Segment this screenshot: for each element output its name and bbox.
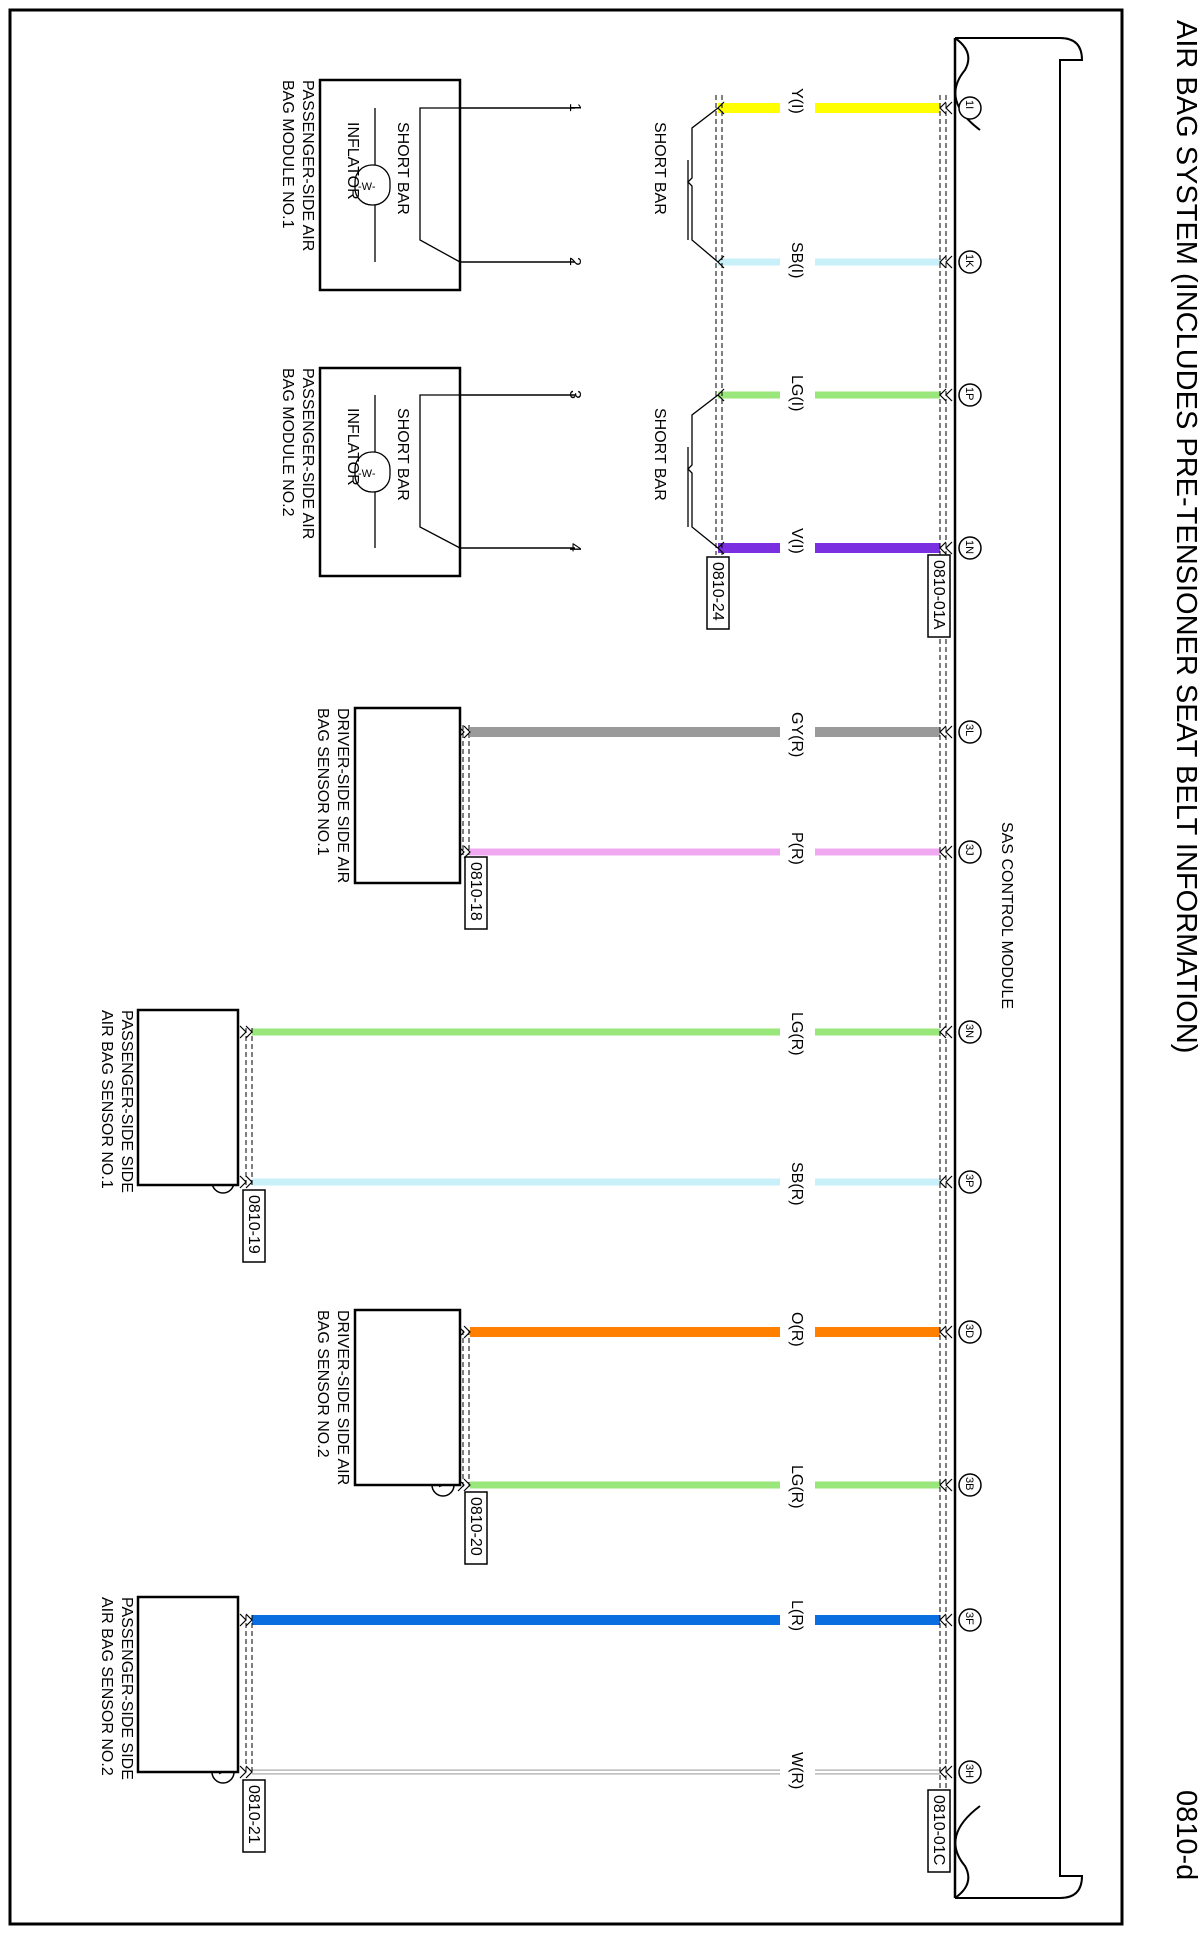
- module-pin-label-1N: 1N: [963, 540, 975, 554]
- connector-0810-18: 0810-18: [464, 856, 488, 930]
- connector-label-dss2: 0810-20: [467, 1497, 484, 1556]
- module-terminal-3P: [939, 1175, 953, 1189]
- module-pin-label-3N: 3N: [963, 1024, 975, 1038]
- module-pin-3P: [958, 1170, 982, 1194]
- module-terminal-3B: [939, 1478, 953, 1492]
- wire-code-1I: Y(I): [788, 88, 805, 114]
- driver-side-sensor-2: DRIVER-SIDE SIDE AIR BAG SENSOR NO.2: [314, 1308, 462, 1487]
- module-pin-3H: [958, 1760, 982, 1784]
- module2-inflator-label: INFLATOR: [344, 408, 361, 486]
- module-pin-label-1I: 1I: [963, 100, 975, 109]
- dss2-label-line2: BAG SENSOR NO.2: [314, 1310, 331, 1458]
- module1-short-bar-label: SHORT BAR: [394, 122, 411, 215]
- page-title: AIR BAG SYSTEM (INCLUDES PRE-TENSIONER S…: [1170, 20, 1200, 1053]
- connector-label-pss2: 0810-21: [245, 1785, 262, 1844]
- pss2-label-line2: AIR BAG SENSOR NO.2: [98, 1597, 115, 1776]
- module-pin-3D: [958, 1320, 982, 1344]
- module-pin-3B: [958, 1473, 982, 1497]
- module-pin-3N: [958, 1020, 982, 1044]
- connector-0810-01C: 0810-01C: [927, 1789, 951, 1873]
- connector-0810-19: 0810-19: [242, 1189, 266, 1263]
- pss1-label-line2: AIR BAG SENSOR NO.1: [98, 1010, 115, 1189]
- module-pin-label-3D: 3D: [963, 1324, 975, 1338]
- module-pin-3F: [958, 1608, 982, 1632]
- module-pin-label-1K: 1K: [963, 254, 975, 268]
- shield-lines: [245, 95, 947, 1790]
- short-bar-label-1: SHORT BAR: [651, 122, 668, 215]
- short-bar-2: [687, 394, 719, 549]
- module-label: SAS CONTROL MODULE: [998, 822, 1015, 1009]
- wire-code-3J: P(R): [788, 832, 805, 865]
- module-terminal-1K: [939, 255, 953, 269]
- dss2-label-line1: DRIVER-SIDE SIDE AIR: [334, 1310, 351, 1485]
- connector-label-pss1: 0810-19: [245, 1195, 262, 1254]
- module-pin-3L: [958, 720, 982, 744]
- connector-0810-21: 0810-21: [242, 1779, 266, 1853]
- passenger-air-bag-module-1: -W- SHORT BAR INFLATOR PASSENGER-SIDE AI…: [279, 78, 575, 292]
- airbag1-label-line1: PASSENGER-SIDE AIR: [299, 80, 316, 251]
- page-frame: [8, 8, 1124, 1926]
- dss1-label-line2: BAG SENSOR NO.1: [314, 708, 331, 856]
- airbag1-label-line2: BAG MODULE NO.1: [279, 80, 296, 229]
- wire-code-3D: O(R): [788, 1312, 805, 1347]
- wire-code-3B: LG(R): [788, 1465, 805, 1509]
- pss2-label-line1: PASSENGER-SIDE SIDE: [118, 1597, 135, 1780]
- airbag2-label-line2: BAG MODULE NO.2: [279, 368, 296, 517]
- short-bar-1: [687, 107, 719, 263]
- module-pin-3J: [958, 840, 982, 864]
- module-pin-label-3J: 3J: [963, 844, 975, 856]
- passenger-side-sensor-2: PASSENGER-SIDE SIDE AIR BAG SENSOR NO.2: [98, 1595, 240, 1780]
- connector-0810-24: 0810-24: [706, 556, 730, 630]
- pss1-label-line1: PASSENGER-SIDE SIDE: [118, 1010, 135, 1193]
- wire-group: Y(I)1I1SB(I)1K2LG(I)1P3V(I)1N4GY(R)3LBP(…: [211, 88, 982, 1789]
- module-pin-label-1P: 1P: [963, 387, 975, 400]
- module-pin-1P: [958, 383, 982, 407]
- module-pin-1N: [958, 536, 982, 560]
- wire-code-1N: V(I): [788, 528, 805, 554]
- connector-label-module-c: 0810-01C: [930, 1795, 947, 1865]
- connector-label-airbag: 0810-24: [709, 562, 726, 621]
- wire-code-3N: LG(R): [788, 1012, 805, 1056]
- module1-inflator-label: INFLATOR: [344, 122, 361, 200]
- wire-code-1P: LG(I): [788, 375, 805, 411]
- wire-code-3F: L(R): [788, 1600, 805, 1631]
- dss1-label-line1: DRIVER-SIDE SIDE AIR: [334, 708, 351, 883]
- module-pin-label-3F: 3F: [963, 1612, 975, 1625]
- connector-0810-01A: 0810-01A: [927, 554, 951, 638]
- module-pin-1K: [958, 250, 982, 274]
- wire-code-3H: W(R): [788, 1752, 805, 1789]
- module2-short-bar-label: SHORT BAR: [394, 408, 411, 501]
- module-pin-label-3H: 3H: [963, 1764, 975, 1778]
- connector-label-module-a: 0810-01A: [930, 560, 947, 630]
- wire-code-3P: SB(R): [788, 1162, 805, 1206]
- svg-text:-W-: -W-: [358, 468, 376, 480]
- passenger-air-bag-module-2: -W- SHORT BAR INFLATOR PASSENGER-SIDE AI…: [279, 366, 575, 578]
- page-code: 0810-d: [1170, 1790, 1200, 1880]
- wire-code-3L: GY(R): [788, 712, 805, 757]
- passenger-side-sensor-1: PASSENGER-SIDE SIDE AIR BAG SENSOR NO.1: [98, 1008, 240, 1193]
- airbag2-label-line1: PASSENGER-SIDE AIR: [299, 368, 316, 539]
- connector-label-dss1: 0810-18: [467, 862, 484, 921]
- module-pin-label-3B: 3B: [963, 1477, 975, 1490]
- driver-side-sensor-1: DRIVER-SIDE SIDE AIR BAG SENSOR NO.1: [314, 706, 462, 885]
- wire-code-1K: SB(I): [788, 242, 805, 278]
- module-pin-label-3L: 3L: [963, 724, 975, 736]
- module-pin-label-3P: 3P: [963, 1174, 975, 1187]
- module-pin-1I: [958, 96, 982, 120]
- short-bar-label-2: SHORT BAR: [651, 408, 668, 501]
- svg-text:-W-: -W-: [358, 181, 376, 193]
- connector-0810-20: 0810-20: [464, 1491, 488, 1565]
